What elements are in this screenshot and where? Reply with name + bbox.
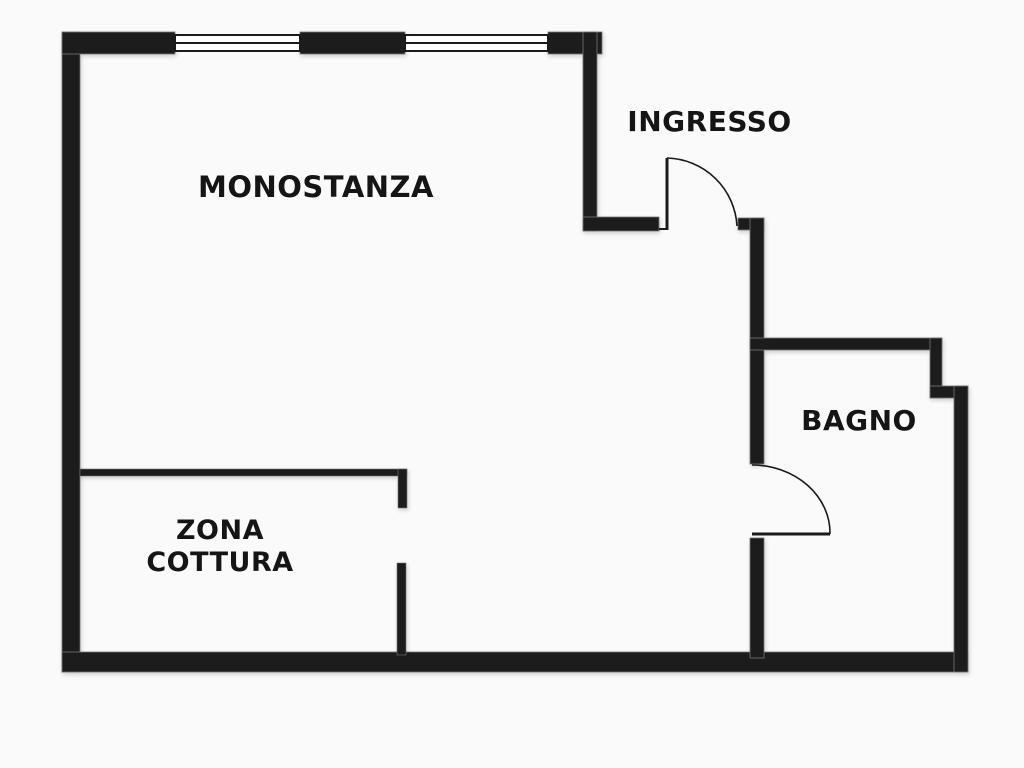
window-1 [174, 34, 301, 52]
entrance-door[interactable] [659, 157, 738, 230]
kitchen-partition [79, 468, 408, 656]
room-label-bagno: BAGNO [801, 404, 917, 437]
bathroom-door[interactable] [751, 464, 831, 536]
room-label-zona-cottura: ZONA COTTURA [146, 515, 294, 579]
exterior-walls [61, 31, 969, 673]
room-label-monostanza: MONOSTANZA [197, 170, 435, 204]
window-2 [404, 34, 549, 52]
room-label-ingresso: INGRESSO [627, 105, 792, 138]
